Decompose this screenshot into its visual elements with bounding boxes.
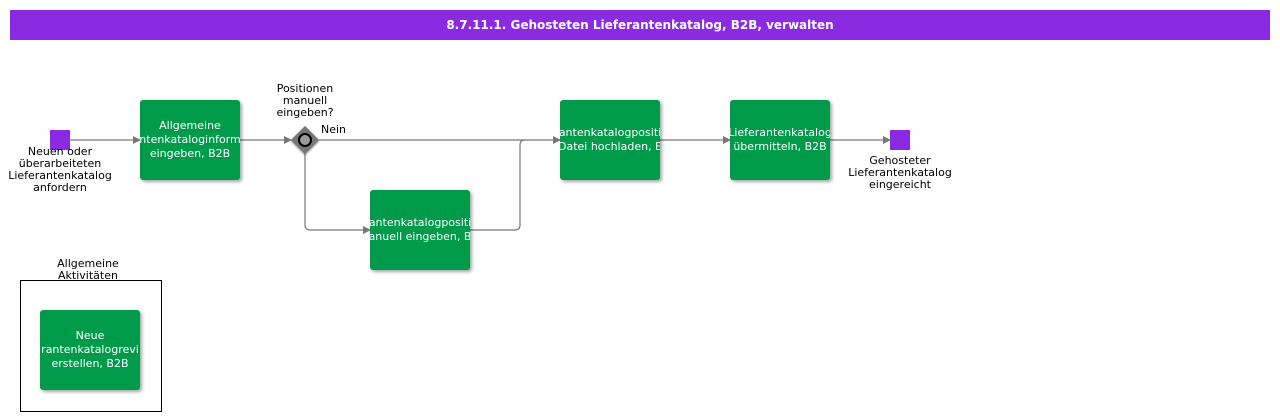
end-event[interactable] bbox=[890, 130, 910, 150]
task-manual-positions[interactable]: antenkatalogpositi anuell eingeben, B bbox=[370, 190, 470, 270]
start-event[interactable] bbox=[50, 130, 70, 150]
end-event-label: Gehosteter Lieferantenkatalog eingereich… bbox=[848, 154, 952, 191]
start-event-label: Neuen oder überarbeiteten Lieferantenkat… bbox=[8, 145, 112, 194]
task-upload-positions[interactable]: antenkatalogpositi Datei hochladen, E bbox=[560, 100, 660, 180]
group-title: Allgemeine Aktivitäten bbox=[57, 258, 119, 279]
task-new-catalog-revision[interactable]: Neue rantenkatalogrevi erstellen, B2B bbox=[40, 310, 140, 390]
diagram-title: 8.7.11.1. Gehosteten Lieferantenkatalog,… bbox=[446, 18, 834, 32]
gateway-no-label: Nein bbox=[321, 123, 347, 136]
diagram-title-bar: 8.7.11.1. Gehosteten Lieferantenkatalog,… bbox=[10, 10, 1270, 40]
task-submit-catalog[interactable]: Lieferantenkatalog übermitteln, B2B bbox=[730, 100, 830, 180]
flow-manual-to-upload bbox=[470, 139, 526, 231]
flow-gateway-yes-to-manual bbox=[304, 154, 371, 234]
task-general-catalog-info[interactable]: Allgemeine ntenkataloginform eingeben, B… bbox=[140, 100, 240, 180]
gateway-circle-icon bbox=[298, 133, 312, 147]
gateway-question: Positionen manuell eingeben? bbox=[276, 82, 334, 119]
